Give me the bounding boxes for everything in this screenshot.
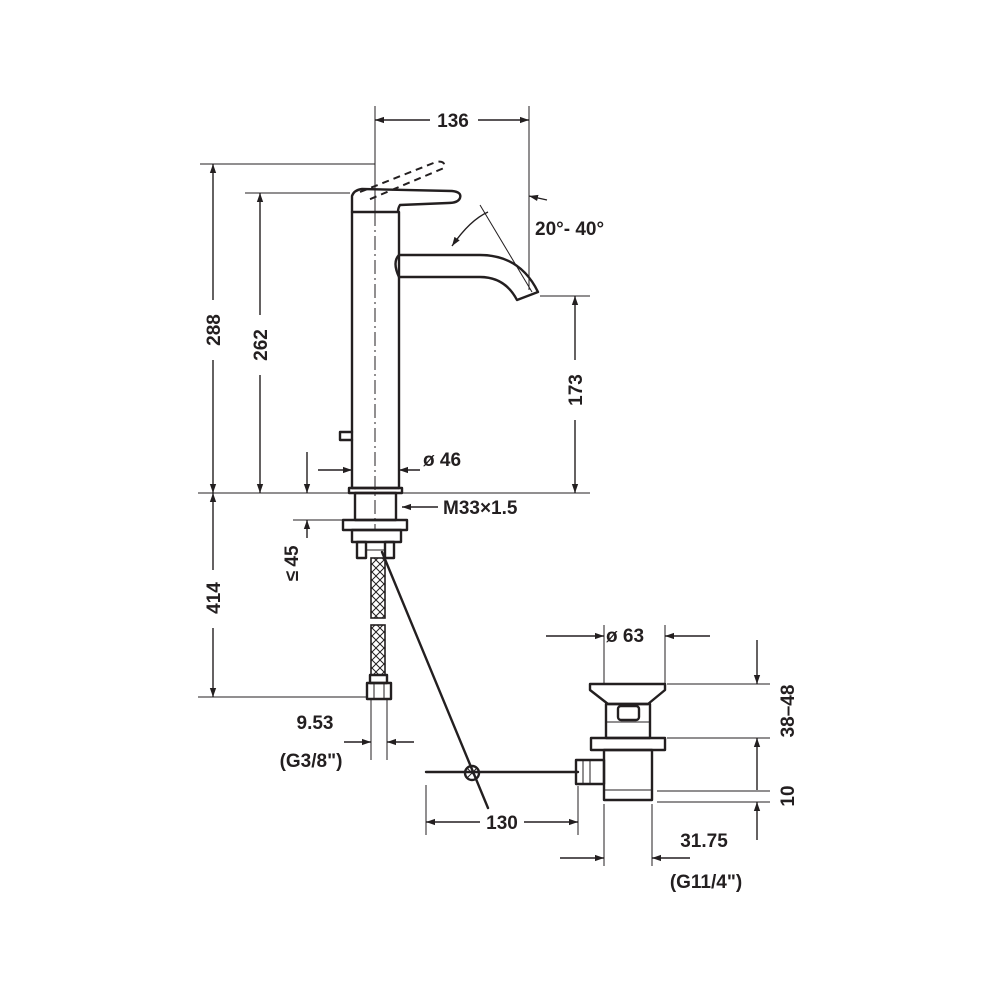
dimension-labels: 136 20°- 40° 288 262 173 ø 46 M33×1.5 45… [204,111,799,893]
hose-lower [370,624,386,676]
spout [394,253,540,302]
dim-waste-10: 10 [778,785,799,806]
dimension-lines [209,116,761,862]
dim-hose-connection: 9.53 [297,713,334,734]
hose-upper [370,557,386,619]
popup-knob [338,430,354,442]
dim-hose-length: 414 [204,582,225,614]
waste-body-lower [602,748,654,802]
dim-max-deck: 45 [282,545,303,567]
dim-spout-reach: 136 [437,111,469,132]
faucet [338,160,540,530]
waste-flange [588,682,667,706]
waste-slot [616,704,641,722]
supply-hose [365,557,393,701]
lever-open-outline [359,160,446,201]
dim-lever-height: 262 [251,329,272,361]
rod-clamp [463,764,481,782]
dim-rod-offset: 130 [486,813,518,834]
dim-hose-thread: (G3/8") [280,751,343,772]
lever [350,187,462,214]
dim-total-height: 288 [204,314,225,346]
pull-rod [380,550,490,810]
dim-spout-angle: 20°- 40° [535,219,604,240]
dim-waste-range: 38–48 [778,685,799,738]
faucet-column [350,210,401,490]
dim-max-deck-symbol: ≤ [282,571,303,581]
waste-valve [574,682,667,802]
mounting-nut [341,491,409,560]
hose-fitting [365,681,393,701]
waste-collar [589,736,667,752]
dim-waste-diameter: ø 63 [606,626,644,647]
popup-rod [380,550,580,810]
dim-waste-connection: 31.75 [680,831,728,852]
dim-outlet-height: 173 [566,374,587,406]
dim-waste-thread: (G11/4") [670,872,742,893]
dim-base-diameter: ø 46 [423,450,461,471]
dim-thread: M33×1.5 [443,498,518,519]
